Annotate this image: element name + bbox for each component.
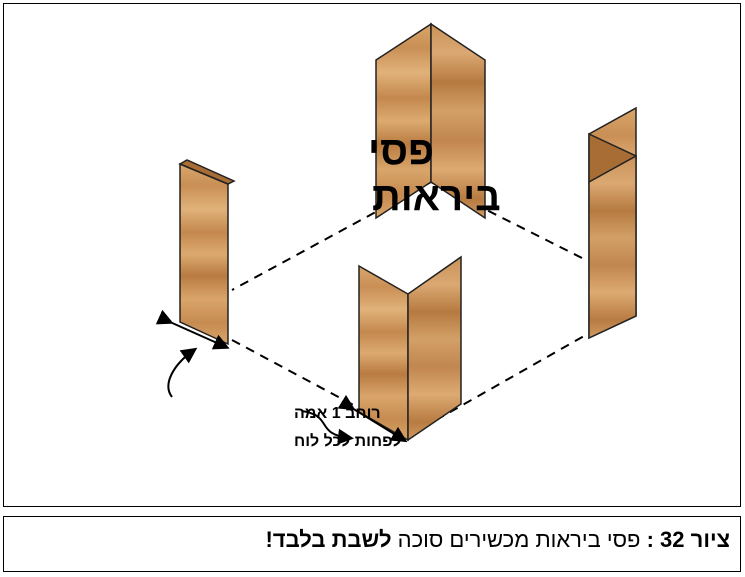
caption-emphasis: לשבת בלבד! (265, 527, 392, 552)
figure-caption: ציור 32 : פסי ביראות מכשירים סוכה לשבת ב… (265, 527, 730, 553)
board-left-corner (178, 159, 236, 346)
figure-frame: פסי ביראות רוחב 1 אמה לפחות לכל לוח (3, 3, 741, 507)
width-label-line1: רוחב 1 אמה (294, 405, 381, 422)
sukkah-diagram: פסי ביראות רוחב 1 אמה לפחות לכל לוח (155, 22, 637, 450)
figure-label: ציור 32 (660, 527, 730, 552)
diagram-title-line1: פסי (368, 129, 434, 173)
label-pointer-left (167, 347, 198, 398)
label-pointer-right (301, 410, 354, 445)
width-label-line2: לפחות לכל לוח (294, 432, 401, 450)
caption-box: ציור 32 : פסי ביראות מכשירים סוכה לשבת ב… (3, 516, 741, 572)
width-arrow-left (155, 309, 230, 350)
caption-separator: : (640, 527, 661, 552)
caption-text: פסי ביראות מכשירים סוכה (391, 527, 641, 552)
width-arrow-front (337, 394, 408, 443)
board-right-corner (588, 106, 637, 340)
diagram-title-line2: ביראות (372, 175, 501, 219)
board-back-corner (375, 22, 486, 220)
